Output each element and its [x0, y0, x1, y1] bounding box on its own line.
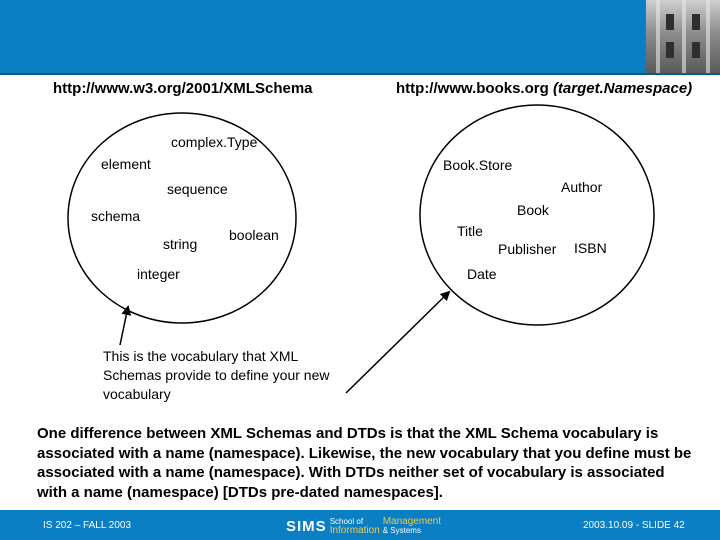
term-sequence: sequence: [167, 181, 228, 197]
sims-logo-main: SIMS: [286, 518, 327, 535]
sims-logo: SIMS School of Information Management & …: [286, 515, 441, 537]
sims-logo-word2: Management: [383, 517, 441, 526]
term-complextype: complex.Type: [171, 134, 257, 150]
term-element: element: [101, 156, 151, 172]
callout-arrow-right: [346, 292, 449, 393]
sims-logo-small2: & Systems: [383, 526, 441, 535]
sims-logo-word1: Information: [330, 526, 380, 535]
term-string: string: [163, 236, 197, 252]
footer-course: IS 202 – FALL 2003: [43, 520, 131, 531]
term-author: Author: [561, 179, 602, 195]
term-schema: schema: [91, 208, 140, 224]
callout-text: This is the vocabulary that XML Schemas …: [103, 347, 343, 404]
footer-slide-number: 2003.10.09 - SLIDE 42: [583, 520, 685, 531]
term-isbn: ISBN: [574, 240, 607, 256]
term-boolean: boolean: [229, 227, 279, 243]
term-integer: integer: [137, 266, 180, 282]
callout-arrow-left: [120, 307, 128, 345]
term-title: Title: [457, 223, 483, 239]
sims-logo-stack2: Management & Systems: [383, 517, 441, 535]
term-publisher: Publisher: [498, 241, 556, 257]
term-bookstore: Book.Store: [443, 157, 512, 173]
sims-logo-stack: School of Information: [330, 517, 380, 535]
term-book: Book: [517, 202, 549, 218]
term-date: Date: [467, 266, 497, 282]
main-paragraph: One difference between XML Schemas and D…: [37, 424, 697, 502]
